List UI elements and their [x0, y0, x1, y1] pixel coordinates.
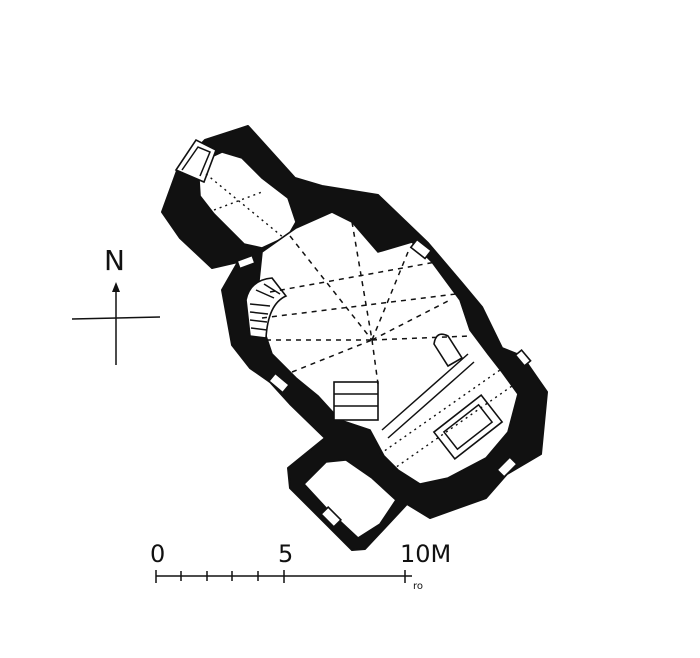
scale-label-0: 0	[150, 540, 165, 568]
drafter-signature: ro	[413, 581, 423, 592]
building-outline	[161, 125, 548, 551]
compass-horizontal-line	[71, 316, 161, 320]
scale-bar: 0 5 10M ro	[150, 540, 451, 592]
vault-lines	[205, 173, 513, 471]
font-box	[333, 381, 379, 421]
chancel-step	[381, 333, 475, 439]
north-arrow-icon	[112, 282, 120, 292]
tower-room	[197, 151, 297, 249]
spiral-stair	[245, 277, 288, 339]
porch	[174, 138, 218, 184]
compass: N	[71, 244, 161, 365]
altar	[432, 394, 504, 460]
north-label: N	[104, 244, 125, 277]
scale-label-5: 5	[278, 540, 293, 568]
windows	[236, 238, 532, 529]
scale-label-10m: 10M	[400, 540, 451, 568]
nave-room	[257, 211, 519, 485]
